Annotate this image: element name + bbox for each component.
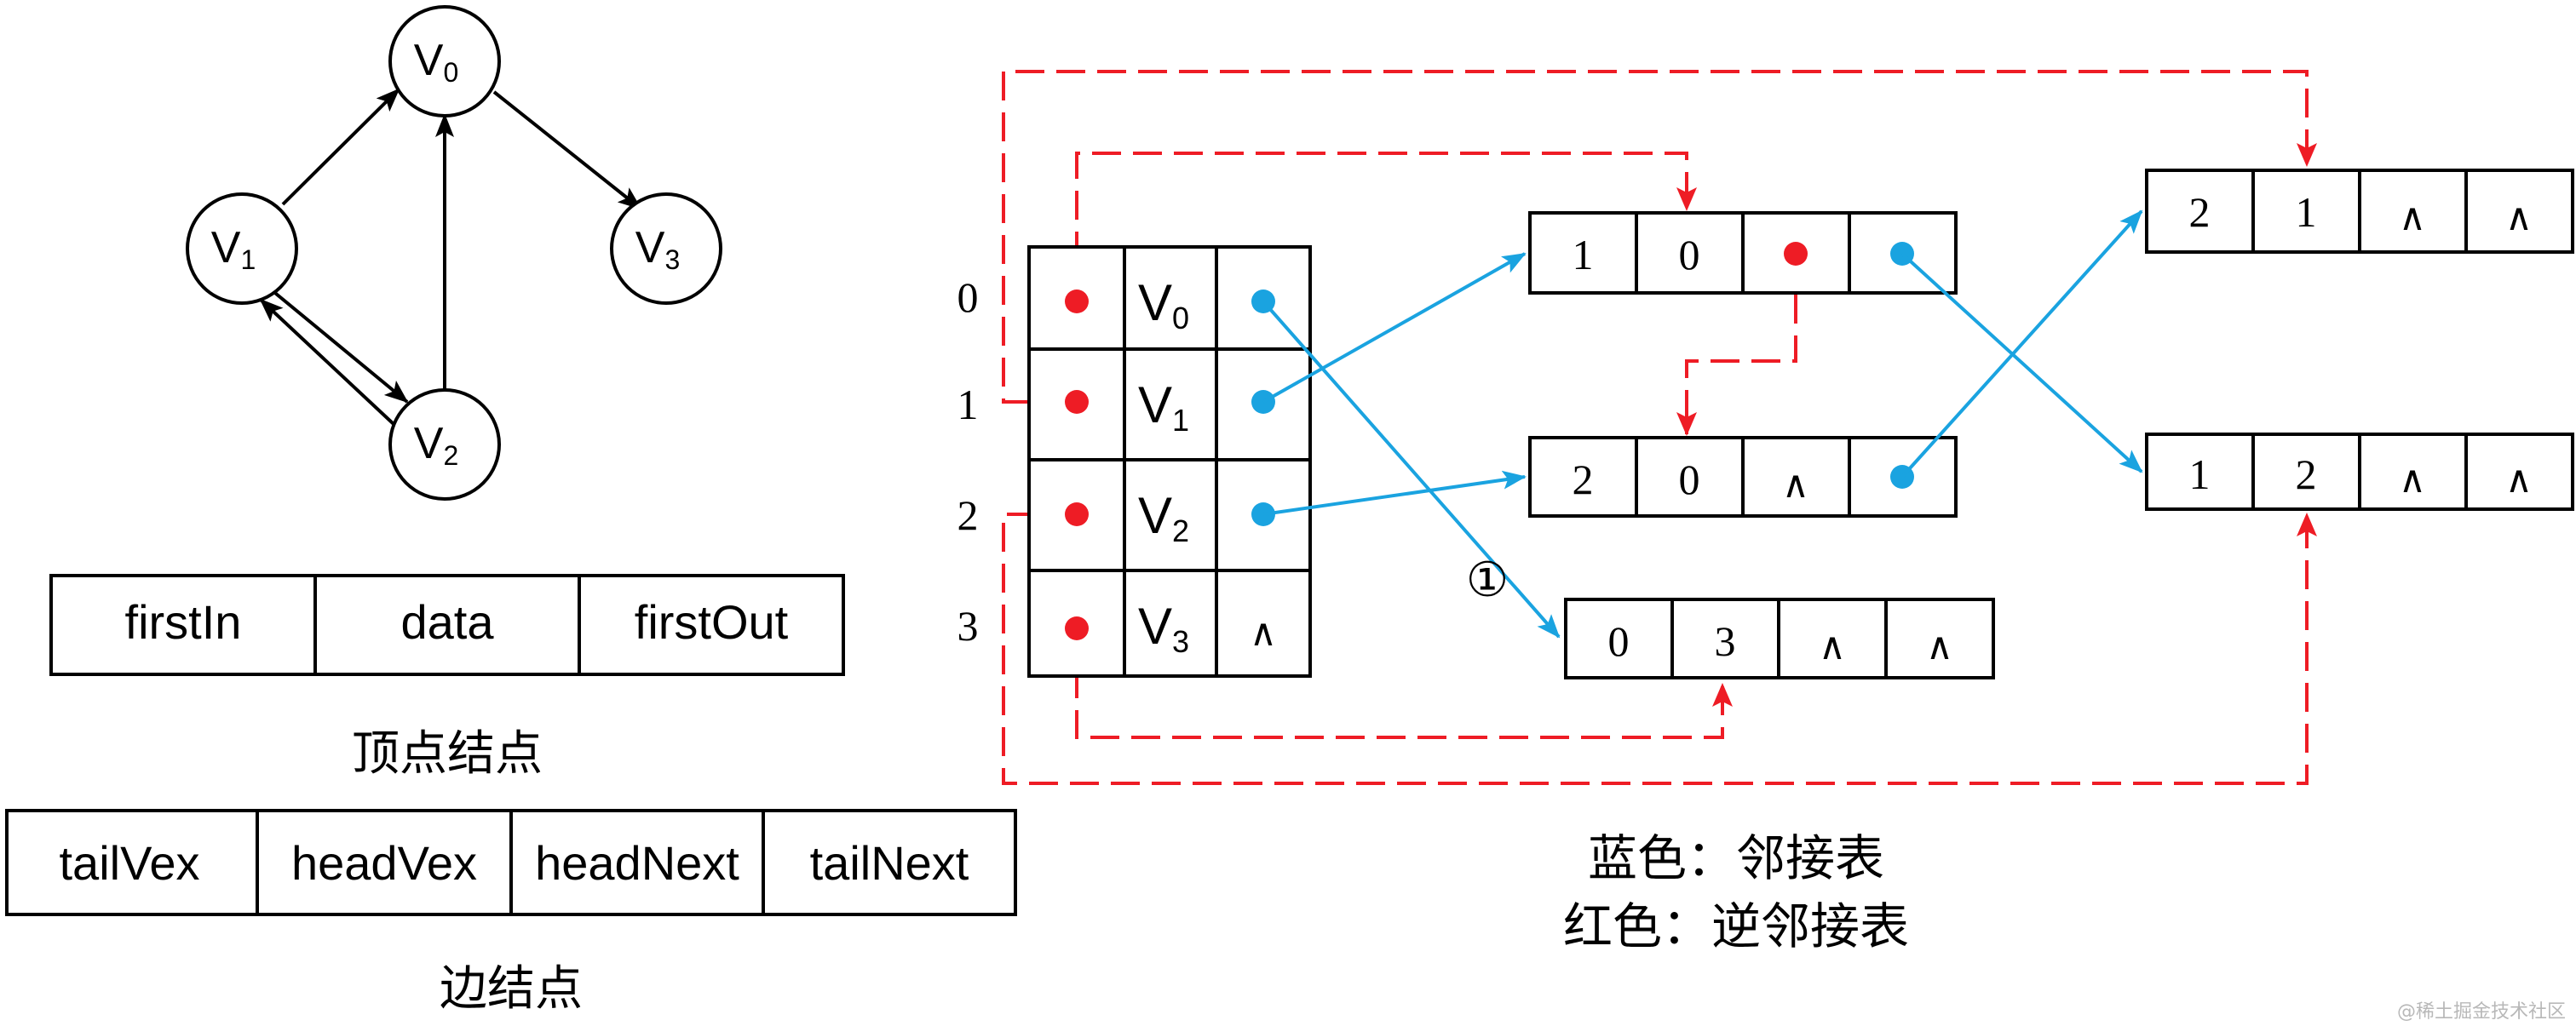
blue-link-v0-firstout <box>1262 300 1561 639</box>
record-cell: 2 <box>1573 456 1594 503</box>
vertex-data-label: V <box>1138 376 1172 433</box>
svg-text:V0: V0 <box>414 36 458 88</box>
graph-node-v0: V0 <box>388 5 501 118</box>
watermark: @稀土掘金技术社区 <box>2397 1001 2566 1023</box>
vertex-field-firstout: firstOut <box>635 595 789 649</box>
svg-text:V3: V3 <box>635 223 680 275</box>
svg-text:V1: V1 <box>211 223 256 275</box>
vertex-field-firstin: firstIn <box>125 595 242 649</box>
record-cell: 0 <box>1608 617 1630 665</box>
red-pointer-dot <box>1784 242 1808 266</box>
edge-field-tailnext: tailNext <box>810 836 969 890</box>
blue-link-record-1-0-tailnext <box>1900 252 2143 473</box>
red-link-v0-firstin <box>1075 152 1697 301</box>
vertex-index-3: 3 <box>957 602 979 650</box>
graph-node-subscript: 1 <box>240 244 256 275</box>
record-cell: ∧ <box>2505 459 2533 501</box>
red-pointer-dot <box>1065 502 1089 526</box>
record-cell: ∧ <box>2505 197 2533 238</box>
blue-link-record-2-0-tailnext <box>1900 209 2143 479</box>
graph-node-subscript: 2 <box>443 440 458 471</box>
svg-text:V3: V3 <box>1138 598 1189 659</box>
graph-node-v2: V2 <box>388 388 501 501</box>
blue-link-v1-firstout <box>1262 252 1527 404</box>
record-cell: 0 <box>1679 456 1700 503</box>
vertex-index-0: 0 <box>957 273 979 321</box>
graph-node-label: V <box>414 36 444 85</box>
svg-text:V2: V2 <box>1138 487 1189 548</box>
vertex-node-structure: firstIn data firstOut 顶点结点 <box>49 574 845 782</box>
null-symbol: ∧ <box>1250 612 1277 654</box>
edge-v0-v3 <box>492 90 642 210</box>
edge-field-tailvex: tailVex <box>60 836 200 890</box>
directed-graph: V0 V1 V2 V3 <box>186 5 722 501</box>
blue-links <box>1262 209 2143 639</box>
edge-v2-v1 <box>259 298 395 426</box>
graph-node-label: V <box>414 419 444 468</box>
red-pointer-dot <box>1065 289 1089 313</box>
red-link-headnext <box>1676 254 1797 436</box>
record-cell: ∧ <box>1782 464 1809 506</box>
svg-text:V0: V0 <box>1138 274 1189 335</box>
edge-record-1-2: 1 2 ∧ ∧ <box>2145 433 2574 511</box>
vertex-index-2: 2 <box>957 491 979 539</box>
record-cell: ∧ <box>1819 626 1846 668</box>
edge-node-caption: 边结点 <box>440 961 583 1017</box>
edge-field-headnext: headNext <box>535 836 739 890</box>
vertex-field-data: data <box>401 595 495 649</box>
graph-node-v3: V3 <box>610 192 722 305</box>
graph-node-subscript: 3 <box>664 244 680 275</box>
blue-link-v2-firstout <box>1262 470 1527 516</box>
graph-node-label: V <box>635 223 665 272</box>
edge-node-structure: tailVex headVex headNext tailNext 边结点 <box>5 809 1017 1017</box>
record-cell: 3 <box>1715 617 1736 665</box>
record-cell: 2 <box>2189 188 2211 236</box>
vertex-data-subscript: 2 <box>1172 513 1189 548</box>
edge-record-2-1: 2 1 ∧ ∧ <box>2145 169 2574 254</box>
vertex-data-label: V <box>1138 487 1172 544</box>
vertex-node-caption: 顶点结点 <box>352 726 543 782</box>
graph-node-subscript: 0 <box>443 57 458 88</box>
red-link-v1-firstin <box>1002 70 2317 404</box>
record-cell: 1 <box>2189 450 2211 498</box>
vertex-data-subscript: 3 <box>1172 624 1189 659</box>
record-cell: 0 <box>1679 231 1700 278</box>
record-cell: ∧ <box>1926 626 1953 668</box>
edge-record-1-0: 1 0 <box>1528 211 1958 295</box>
vertex-data-label: V <box>1138 598 1172 655</box>
edge-v1-v0 <box>281 88 400 206</box>
circled-marker: ① <box>1466 553 1509 606</box>
graph-node-v1: V1 <box>186 192 298 305</box>
red-link-v3-firstin <box>1075 628 1733 739</box>
graph-node-label: V <box>211 223 241 272</box>
legend-red: 红色：逆邻接表 <box>1563 897 1909 955</box>
svg-text:V1: V1 <box>1138 376 1189 438</box>
vertex-data-subscript: 0 <box>1172 301 1189 335</box>
vertex-data-label: V <box>1138 274 1172 331</box>
legend-blue: 蓝色：邻接表 <box>1588 829 1884 887</box>
edge-record-2-0: 2 0 ∧ <box>1528 436 1958 518</box>
edge-v1-v2 <box>269 288 409 404</box>
edge-record-0-3: 0 3 ∧ ∧ <box>1564 598 1995 679</box>
vertex-data-subscript: 1 <box>1172 403 1189 438</box>
record-cell: ∧ <box>2399 197 2426 238</box>
red-pointer-dot <box>1065 390 1089 414</box>
record-cell: 2 <box>2296 450 2317 498</box>
vertex-table: 0 1 2 3 V0 V1 V2 V3 ∧ <box>957 245 1312 678</box>
red-links <box>1002 70 2317 785</box>
record-cell: 1 <box>2296 188 2317 236</box>
record-cell: ∧ <box>2399 459 2426 501</box>
vertex-index-1: 1 <box>957 381 979 428</box>
red-pointer-dot <box>1065 616 1089 640</box>
edge-field-headvex: headVex <box>291 836 477 890</box>
record-cell: 1 <box>1573 231 1594 278</box>
svg-text:V2: V2 <box>414 419 458 471</box>
